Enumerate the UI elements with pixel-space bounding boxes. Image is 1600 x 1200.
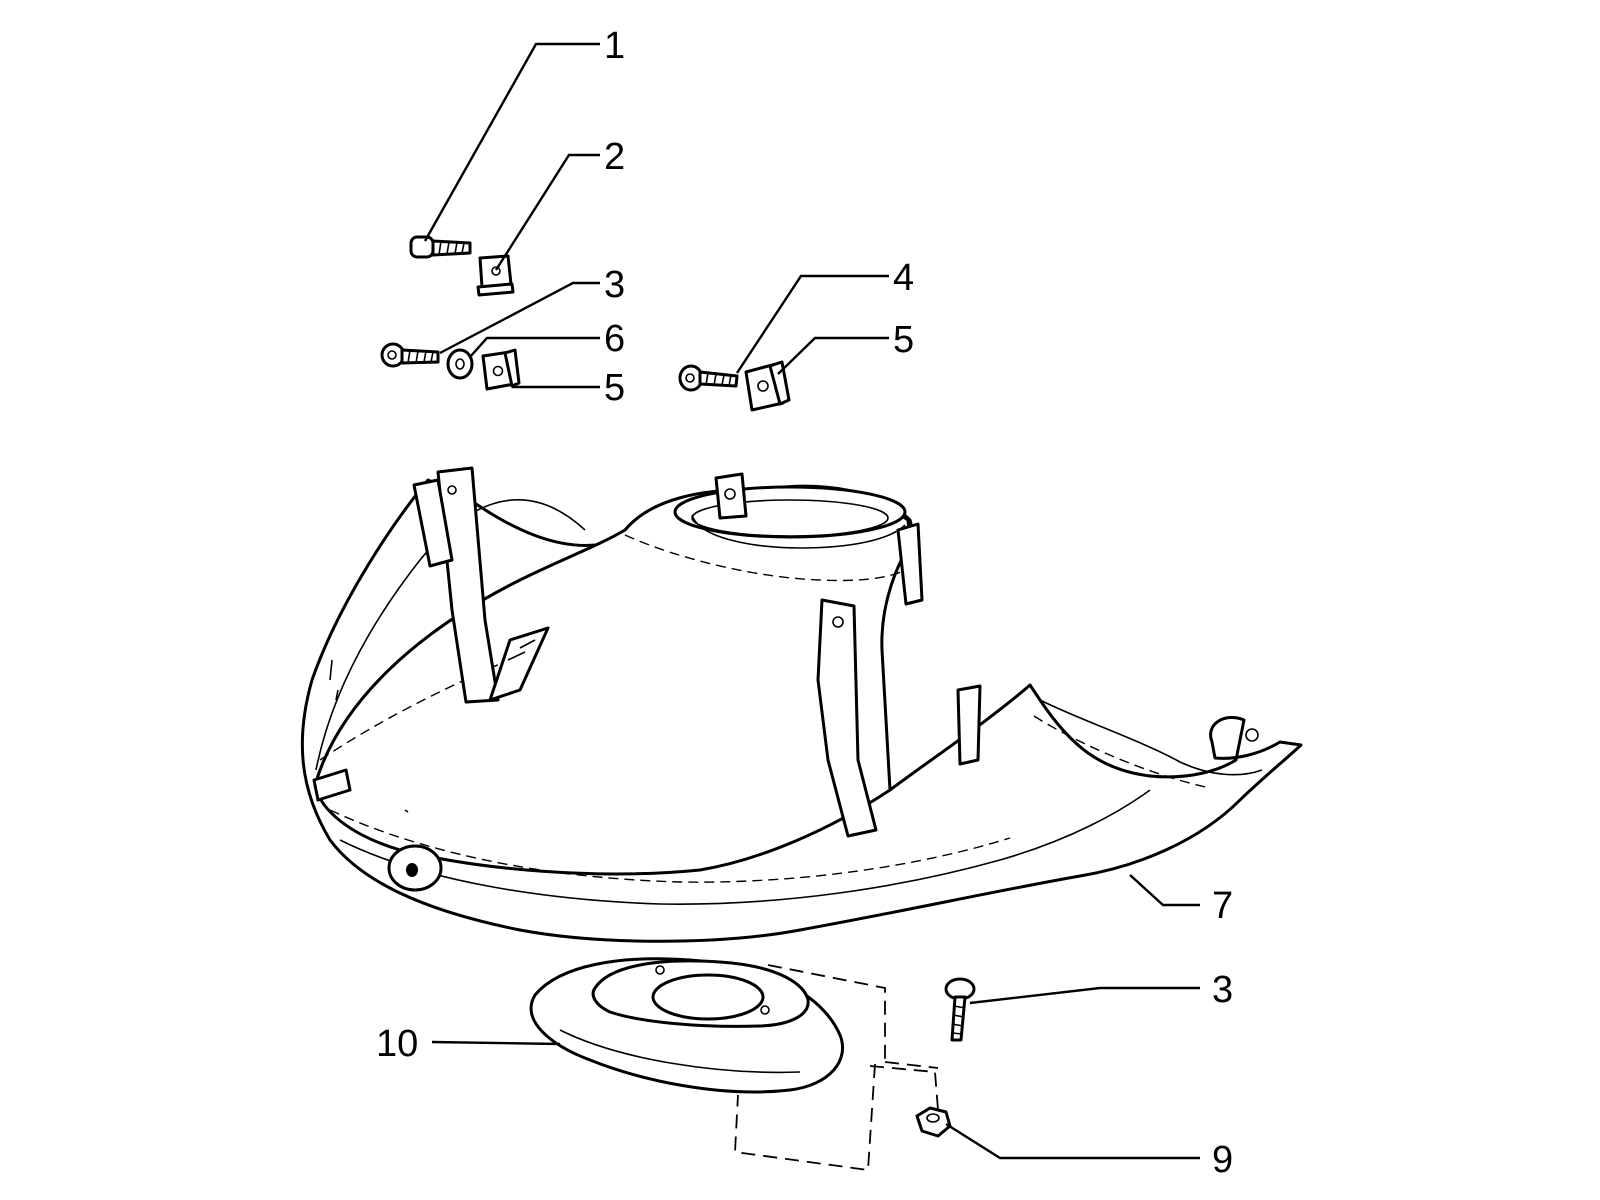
callout-5-left: 5: [604, 367, 625, 409]
callout-10: 10: [376, 1023, 418, 1065]
part-5-clip-right: [744, 360, 791, 412]
part-4-screw: [678, 364, 739, 392]
leader-lines: [423, 42, 1200, 1160]
part-2-clip: [476, 254, 515, 297]
callout-3-lower: 3: [1212, 969, 1233, 1011]
part-7-headset-cover: [300, 466, 1303, 943]
callout-6: 6: [604, 318, 625, 360]
part-6-washer: [446, 348, 474, 380]
part-5-clip-left: [481, 348, 521, 391]
part-3-screw-upper: [380, 342, 440, 368]
part-9-nut: [915, 1106, 952, 1138]
callout-7: 7: [1212, 885, 1233, 927]
callout-9: 9: [1212, 1139, 1233, 1181]
callout-3-upper: 3: [604, 264, 625, 306]
assembly-dash-lines: [734, 964, 939, 1172]
callout-2: 2: [604, 136, 625, 178]
callout-4: 4: [893, 257, 914, 299]
callout-1: 1: [604, 25, 625, 67]
part-1-screw: [409, 235, 472, 259]
callout-labels: 1 2 3 6 5 4 5 7 3 10 9: [376, 25, 1233, 1181]
callout-5-right: 5: [893, 319, 914, 361]
part-3-screw-lower: [944, 977, 976, 1042]
part-10-gasket: [529, 957, 844, 1094]
